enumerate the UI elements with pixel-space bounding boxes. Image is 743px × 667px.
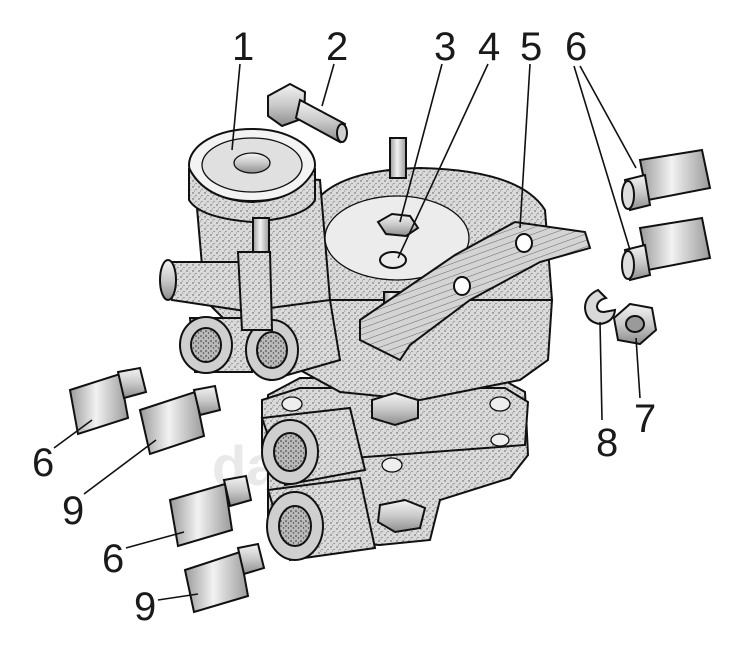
callout-3: 3 (434, 25, 456, 69)
leader-7 (635, 337, 641, 399)
callout-8: 8 (596, 421, 618, 465)
leader-6-right-a (579, 65, 637, 169)
callout-9-left-upper: 9 (62, 489, 84, 533)
fitting-upper-right (621, 148, 712, 212)
callout-4: 4 (478, 25, 500, 69)
leader-1 (231, 63, 241, 151)
leader-6-left-lower (125, 531, 185, 549)
callout-6-right: 6 (565, 25, 587, 69)
callout-7: 7 (634, 397, 656, 441)
fitting-left-6-upper (68, 366, 148, 436)
spring-washer (583, 288, 617, 326)
leader-6-right-b (573, 65, 631, 251)
callout-2: 2 (326, 25, 348, 69)
leader-9-left-upper (83, 439, 157, 495)
fitting-lower-right (621, 216, 712, 282)
diaphragm-disc (324, 195, 470, 281)
fitting-left-6-lower (168, 474, 253, 548)
leader-5 (519, 63, 531, 229)
callout-1: 1 (232, 25, 254, 69)
leader-6-left-upper (53, 419, 93, 449)
callout-6-left-upper: 6 (32, 441, 54, 485)
hex-nut (612, 302, 658, 346)
mounting-bracket (359, 220, 592, 362)
callout-5: 5 (520, 25, 542, 69)
leader-2 (321, 63, 335, 107)
callout-9-left-lower: 9 (134, 585, 156, 629)
leader-8 (599, 321, 603, 421)
callout-6-left-lower: 6 (102, 537, 124, 581)
fitting-left-9-upper (138, 384, 222, 456)
leader-9-left-lower (157, 593, 199, 601)
leader-3 (399, 63, 443, 223)
bolt (267, 82, 348, 144)
callouts: 1 2 3 4 5 6 7 8 6 9 6 9 (32, 25, 656, 629)
leader-4 (397, 63, 489, 259)
fitting-left-9-lower (183, 542, 266, 614)
